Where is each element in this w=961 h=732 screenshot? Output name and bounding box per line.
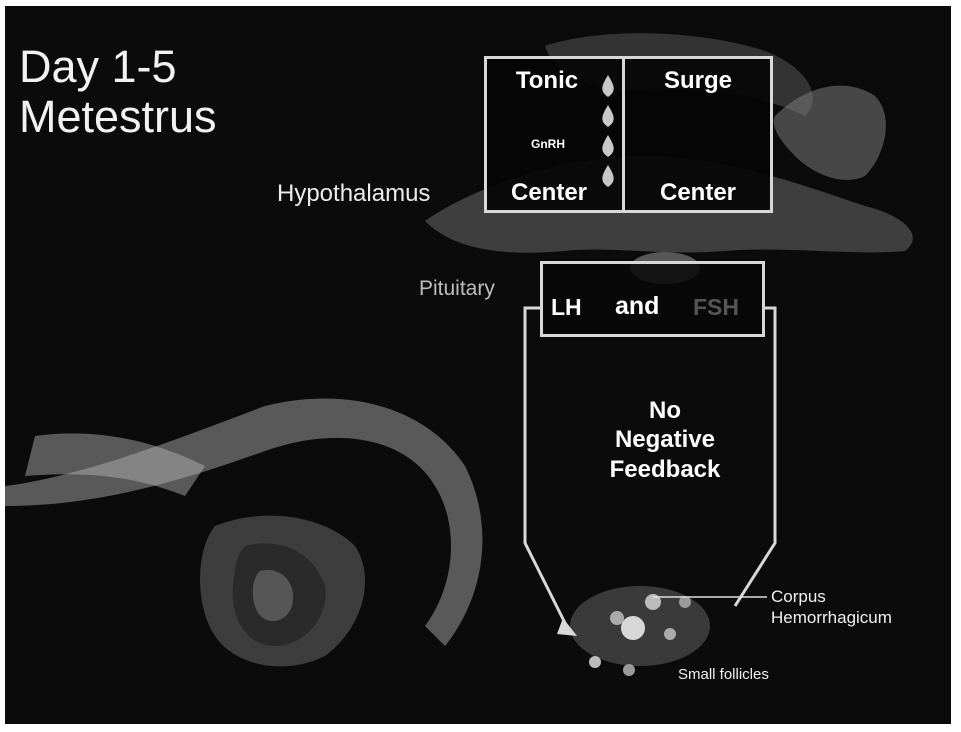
box-divider xyxy=(622,59,625,210)
tonic-center-label: Center xyxy=(489,181,609,205)
arrow-head-icon xyxy=(557,618,577,636)
hypothalamus-box: Tonic Center GnRH Surge Center xyxy=(484,56,773,213)
corpus-line-1: Corpus xyxy=(771,586,892,607)
title-line-1: Day 1-5 xyxy=(19,44,177,89)
feedback-text: No Negative Feedback xyxy=(565,396,765,484)
and-label: and xyxy=(615,294,659,319)
tonic-label: Tonic xyxy=(497,69,597,93)
slide-background: Day 1-5 Metestrus Tonic Center GnRH Surg… xyxy=(5,6,951,724)
title-line-2: Metestrus xyxy=(19,94,217,139)
corpus-hemorrhagicum-label: Corpus Hemorrhagicum xyxy=(771,586,892,629)
surge-center-label: Center xyxy=(629,181,767,205)
feedback-line-2: Negative xyxy=(565,425,765,454)
gnrh-label: GnRH xyxy=(531,137,565,151)
surge-label: Surge xyxy=(629,69,767,93)
hypothalamus-label: Hypothalamus xyxy=(277,182,430,206)
pituitary-box: LH and FSH xyxy=(540,261,765,337)
fsh-label: FSH xyxy=(693,296,739,319)
corpus-line-2: Hemorrhagicum xyxy=(771,607,892,628)
feedback-line-1: No xyxy=(565,396,765,425)
small-follicles-label: Small follicles xyxy=(678,666,769,685)
feedback-line-3: Feedback xyxy=(565,455,765,484)
lh-label: LH xyxy=(551,296,582,319)
gnrh-pulse-icon xyxy=(595,71,621,191)
pituitary-label: Pituitary xyxy=(419,278,495,299)
